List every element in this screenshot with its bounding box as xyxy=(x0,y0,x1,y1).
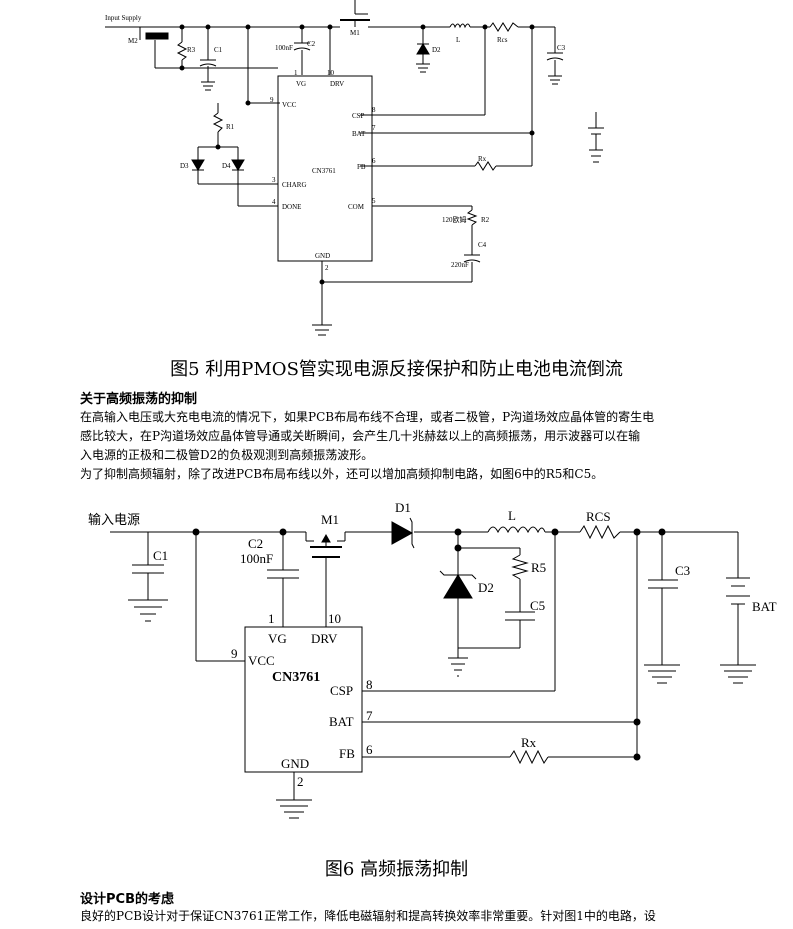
fig5-pin-charg: CHARG xyxy=(282,181,307,189)
fig5-r1-label: R1 xyxy=(226,123,235,131)
fig5-c2-value: 100nF xyxy=(275,44,293,52)
fig5-c2-label: C2 xyxy=(307,40,316,48)
figure-6-schematic: 输入电源 C1 C2 100nF M1 D1 L RCS R5 D2 C5 C3… xyxy=(88,500,777,819)
fig5-r3-label: R3 xyxy=(187,46,196,54)
fig6-pin-num-10: 10 xyxy=(328,611,341,626)
fig6-pin-gnd: GND xyxy=(281,756,309,771)
paragraph-line: 良好的PCB设计对于保证CN3761正常工作，降低电磁辐射和提高转换效率非常重要… xyxy=(80,909,656,923)
fig5-pin-num-3: 3 xyxy=(272,176,276,184)
fig5-pin-vg: VG xyxy=(296,80,306,88)
fig6-pin-csp: CSP xyxy=(330,683,353,698)
fig6-rx-label: Rx xyxy=(521,735,537,750)
fig6-d2-label: D2 xyxy=(478,580,494,595)
figure-5-schematic: Input Supply M2 R3 C1 100nF C2 M1 D2 L R… xyxy=(105,0,604,336)
section-paragraph-pcb: 良好的PCB设计对于保证CN3761正常工作，降低电磁辐射和提高转换效率非常重要… xyxy=(80,907,760,926)
fig5-input-supply-label: Input Supply xyxy=(105,14,142,22)
fig5-pin-drv: DRV xyxy=(330,80,344,88)
fig6-m1-label: M1 xyxy=(321,512,339,527)
paragraph-line: 感比较大，在P沟道场效应晶体管导通或关断瞬间，会产生几十兆赫兹以上的高频振荡，用… xyxy=(80,429,641,443)
fig5-pin-bat: BAT xyxy=(352,130,366,138)
fig6-r5-label: R5 xyxy=(531,560,546,575)
fig5-r2-label: R2 xyxy=(481,216,490,224)
fig5-pin-gnd: GND xyxy=(315,252,330,260)
fig5-pin-num-8: 8 xyxy=(372,106,376,114)
fig6-pin-num-7: 7 xyxy=(366,708,373,723)
fig6-l-label: L xyxy=(508,508,516,523)
fig5-pin-vcc: VCC xyxy=(282,101,297,109)
fig6-pin-vcc: VCC xyxy=(248,653,275,668)
fig5-l-label: L xyxy=(456,36,460,44)
fig6-pin-vg: VG xyxy=(268,631,287,646)
paragraph-line: 在高输入电压或大充电电流的情况下，如果PCB布局布线不合理，或者二极管，P沟道场… xyxy=(80,410,655,424)
fig5-d4-label: D4 xyxy=(222,162,231,170)
section-title-pcb: 设计PCB的考虑 xyxy=(80,892,174,907)
fig5-pin-csp: CSP xyxy=(352,112,365,120)
fig6-pin-num-2: 2 xyxy=(297,774,304,789)
fig5-pin-num-5: 5 xyxy=(372,197,376,205)
fig5-m2-label: M2 xyxy=(128,37,138,45)
fig5-chip-name: CN3761 xyxy=(312,167,336,175)
fig5-pin-num-2: 2 xyxy=(325,264,329,272)
fig5-d2-label: D2 xyxy=(432,46,441,54)
fig6-d1-label: D1 xyxy=(395,500,411,515)
fig6-c1-label: C1 xyxy=(153,548,168,563)
fig5-r2-value: 120欧姆 xyxy=(442,215,467,224)
fig5-pin-num-9: 9 xyxy=(270,96,274,104)
fig6-bat-label: BAT xyxy=(752,599,777,614)
fig5-pin-num-4: 4 xyxy=(272,198,276,206)
fig6-c2-label: C2 xyxy=(248,536,263,551)
fig5-c4-label: C4 xyxy=(478,241,487,249)
fig5-rcs-label: Rcs xyxy=(497,36,508,44)
fig6-chip-name: CN3761 xyxy=(272,670,320,685)
fig5-c1-label: C1 xyxy=(214,46,223,54)
fig6-pin-num-9: 9 xyxy=(231,646,238,661)
fig6-pin-num-8: 8 xyxy=(366,677,373,692)
fig6-pin-fb: FB xyxy=(339,746,355,761)
fig6-pin-drv: DRV xyxy=(311,631,338,646)
fig5-pin-done: DONE xyxy=(282,203,301,211)
fig5-pin-num-10: 10 xyxy=(327,69,335,77)
paragraph-line: 为了抑制高频辐射，除了改进PCB布局布线以外，还可以增加高频抑制电路，如图6中的… xyxy=(80,467,604,481)
fig5-pin-num-7: 7 xyxy=(372,124,376,132)
fig6-pin-num-6: 6 xyxy=(366,742,373,757)
fig5-pin-com: COM xyxy=(348,203,365,211)
paragraph-line: 入电源的正极和二极管D2的负极观测到高频振荡波形。 xyxy=(80,448,374,462)
fig5-pin-fb: FB xyxy=(357,163,366,171)
fig6-pin-bat: BAT xyxy=(329,714,354,729)
fig5-pin-num-1: 1 xyxy=(294,69,298,77)
fig6-pin-num-1: 1 xyxy=(268,611,275,626)
fig6-c3-label: C3 xyxy=(675,563,690,578)
fig5-pin-num-6: 6 xyxy=(372,157,376,165)
fig5-rx-label: Rx xyxy=(478,155,487,163)
fig6-c5-label: C5 xyxy=(530,598,545,613)
fig5-c4-value: 220nF xyxy=(451,261,469,269)
fig5-c3-label: C3 xyxy=(557,44,566,52)
fig6-c2-value: 100nF xyxy=(240,551,273,566)
figure-6-caption: 图6 高频振荡抑制 xyxy=(324,859,469,880)
fig5-d3-label: D3 xyxy=(180,162,189,170)
fig5-m1-label: M1 xyxy=(350,29,360,37)
section-paragraph-hf: 在高输入电压或大充电电流的情况下，如果PCB布局布线不合理，或者二极管，P沟道场… xyxy=(80,408,760,484)
fig6-input-label: 输入电源 xyxy=(88,512,140,527)
fig6-rcs-label: RCS xyxy=(586,509,611,524)
figure-5-caption: 图5 利用PMOS管实现电源反接保护和防止电池电流倒流 xyxy=(170,359,623,380)
section-title-hf-suppression: 关于高频振荡的抑制 xyxy=(80,392,198,407)
